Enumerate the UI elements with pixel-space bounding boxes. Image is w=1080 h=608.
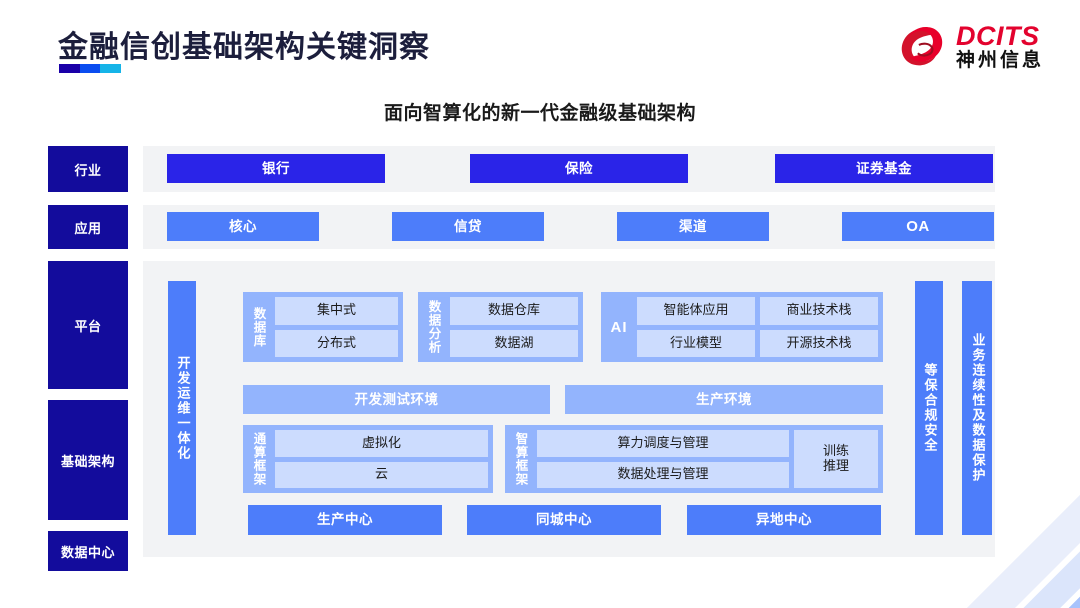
group-title-ai: AI xyxy=(610,318,628,336)
datacenter-chip-same-city[interactable]: 同城中心 xyxy=(467,505,661,535)
cell-data-processing[interactable]: 数据处理与管理 xyxy=(537,461,789,488)
vertical-bar-devops[interactable]: 开发运维一体化 xyxy=(168,281,196,535)
page-title: 金融信创基础架构关键洞察 xyxy=(58,31,430,64)
group-database: 数据库 集中式 分布式 xyxy=(243,292,403,362)
group-title-database: 数据库 xyxy=(251,306,266,348)
vertical-bar-bcdr[interactable]: 业务连续性及数据保护 xyxy=(962,281,992,535)
brand-logo: DCITS 神州信息 xyxy=(896,18,1044,76)
cell-agent-application[interactable]: 智能体应用 xyxy=(637,297,755,325)
datacenter-chip-production[interactable]: 生产中心 xyxy=(248,505,442,535)
industry-chip-securities[interactable]: 证券基金 xyxy=(775,154,993,183)
title-underline-rule xyxy=(59,64,122,73)
cell-data-warehouse[interactable]: 数据仓库 xyxy=(450,297,578,325)
group-general-compute: 通算框架 虚拟化 云 xyxy=(243,425,493,493)
environment-chip-production[interactable]: 生产环境 xyxy=(565,385,883,414)
environment-chip-dev-test[interactable]: 开发测试环境 xyxy=(243,385,550,414)
industry-chip-bank[interactable]: 银行 xyxy=(167,154,385,183)
cell-industry-model[interactable]: 行业模型 xyxy=(637,329,755,357)
cell-data-lake[interactable]: 数据湖 xyxy=(450,329,578,357)
industry-chip-insurance[interactable]: 保险 xyxy=(470,154,688,183)
group-title-general-compute: 通算框架 xyxy=(251,432,266,486)
group-ai: AI 智能体应用 行业模型 商业技术栈 开源技术栈 xyxy=(601,292,883,362)
logo-cn-text: 神州信息 xyxy=(955,50,1044,72)
group-title-data-analysis: 数据分析 xyxy=(426,300,441,354)
layer-label-datacenter[interactable]: 数据中心 xyxy=(48,531,128,571)
layer-label-industry[interactable]: 行业 xyxy=(48,146,128,192)
vertical-bar-compliance[interactable]: 等保合规安全 xyxy=(915,281,943,535)
cell-commercial-stack[interactable]: 商业技术栈 xyxy=(760,297,878,325)
dcits-swirl-logo-icon xyxy=(901,26,943,66)
group-intelligent-compute: 智算框架 算力调度与管理 数据处理与管理 训练 推理 xyxy=(505,425,883,493)
datacenter-chip-remote-city[interactable]: 异地中心 xyxy=(687,505,881,535)
application-chip-core[interactable]: 核心 xyxy=(167,212,319,241)
logo-en-text: DCITS xyxy=(955,20,1040,51)
application-chip-oa[interactable]: OA xyxy=(842,212,994,241)
application-chip-channel[interactable]: 渠道 xyxy=(617,212,769,241)
group-title-intelligent-compute: 智算框架 xyxy=(513,432,528,486)
cell-virtualization[interactable]: 虚拟化 xyxy=(275,430,488,457)
cell-opensource-stack[interactable]: 开源技术栈 xyxy=(760,329,878,357)
page-subtitle: 面向智算化的新一代金融级基础架构 xyxy=(383,103,696,124)
cell-database-centralized[interactable]: 集中式 xyxy=(275,297,398,325)
cell-train-inference[interactable]: 训练 推理 xyxy=(794,430,878,488)
cell-cloud[interactable]: 云 xyxy=(275,461,488,488)
group-data-analysis: 数据分析 数据仓库 数据湖 xyxy=(418,292,583,362)
application-chip-credit[interactable]: 信贷 xyxy=(392,212,544,241)
cell-compute-scheduling[interactable]: 算力调度与管理 xyxy=(537,430,789,457)
cell-database-distributed[interactable]: 分布式 xyxy=(275,329,398,357)
layer-label-infrastructure[interactable]: 基础架构 xyxy=(48,400,128,520)
layer-label-application[interactable]: 应用 xyxy=(48,205,128,249)
layer-label-platform[interactable]: 平台 xyxy=(48,261,128,389)
